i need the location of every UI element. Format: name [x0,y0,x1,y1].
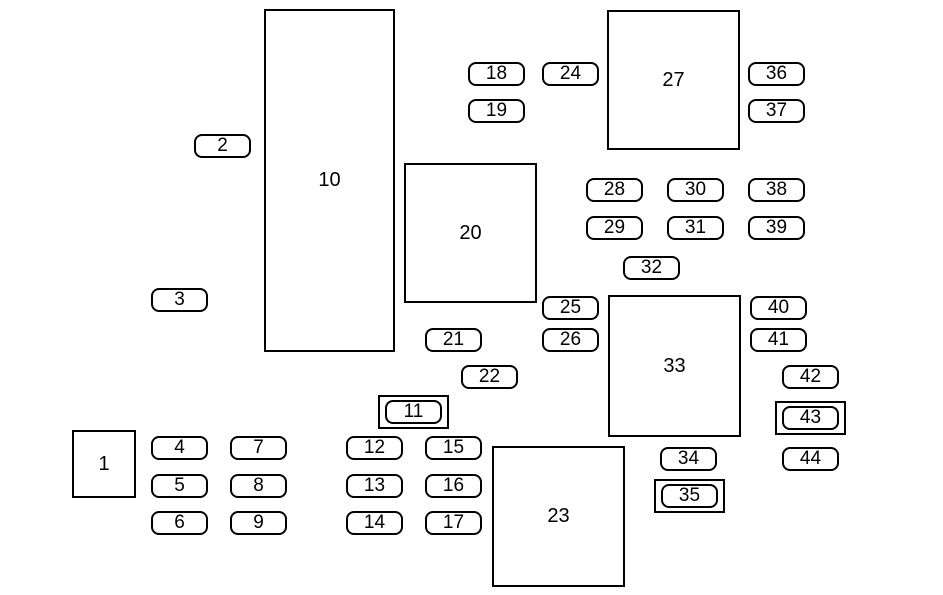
relay-20: 20 [404,163,537,303]
fuse-12: 12 [346,436,403,460]
fuse-3: 3 [151,288,208,312]
fuse-9-label: 9 [253,512,264,533]
relay-27-label: 27 [662,68,685,91]
fuse-42-label: 42 [799,366,822,387]
relay-23: 23 [492,446,625,587]
fuse-44-label: 44 [799,448,822,469]
fuse-17-label: 17 [442,512,465,533]
fuse-3-label: 3 [174,289,185,310]
fuse-40-label: 40 [767,297,790,318]
relay-33: 33 [608,295,741,437]
fuse-18-label: 18 [485,63,508,84]
fuse-40: 40 [750,296,807,320]
fuse-31: 31 [667,216,724,240]
fuse-32: 32 [623,256,680,280]
fuse-11-holder: 11 [378,395,449,429]
fuse-31-label: 31 [684,217,707,238]
fuse-13-label: 13 [363,475,386,496]
fuse-38-label: 38 [765,179,788,200]
fuse-2: 2 [194,134,251,158]
fuse-6-label: 6 [174,512,185,533]
fuse-18: 18 [468,62,525,86]
fuse-9: 9 [230,511,287,535]
fuse-28-label: 28 [603,179,626,200]
fuse-16: 16 [425,474,482,498]
fuse-34-label: 34 [677,448,700,469]
fuse-44: 44 [782,447,839,471]
relay-27: 27 [607,10,740,150]
relay-10: 10 [264,9,395,352]
fuse-8: 8 [230,474,287,498]
fuse-13: 13 [346,474,403,498]
fuse-37-label: 37 [765,100,788,121]
fuse-14: 14 [346,511,403,535]
fuse-16-label: 16 [442,475,465,496]
relay-1-label: 1 [98,452,110,475]
fuse-7: 7 [230,436,287,460]
fuse-4: 4 [151,436,208,460]
fuse-12-label: 12 [363,437,386,458]
fuse-11-label: 11 [403,401,424,422]
fuse-21-label: 21 [442,329,465,350]
fuse-22-label: 22 [478,366,501,387]
fuse-19: 19 [468,99,525,123]
fuse-25: 25 [542,296,599,320]
fuse-26: 26 [542,328,599,352]
relay-23-label: 23 [547,505,570,527]
fuse-17: 17 [425,511,482,535]
fuse-29: 29 [586,216,643,240]
fuse-42: 42 [782,365,839,389]
fuse-15-label: 15 [442,437,465,458]
fuse-36: 36 [748,62,805,86]
fuse-4-label: 4 [174,437,185,458]
fuse-28: 28 [586,178,643,202]
fuse-41-label: 41 [767,329,790,350]
fuse-26-label: 26 [559,329,582,350]
fuse-8-label: 8 [253,475,264,496]
fuse-43-holder: 43 [775,401,846,435]
fuse-22: 22 [461,365,518,389]
fuse-21: 21 [425,328,482,352]
fuse-15: 15 [425,436,482,460]
fuse-14-label: 14 [363,512,386,533]
fuse-41: 41 [750,328,807,352]
fuse-19-label: 19 [485,100,508,121]
fuse-36-label: 36 [765,63,788,84]
fuse-29-label: 29 [603,217,626,238]
fuse-43-label: 43 [799,407,822,428]
fuse-35-label: 35 [678,485,701,506]
fuse-2-label: 2 [217,135,228,156]
fuse-25-label: 25 [559,297,582,318]
fuse-30-label: 30 [684,179,707,200]
fuse-11: 11 [385,400,442,424]
fuse-32-label: 32 [640,257,663,278]
fuse-30: 30 [667,178,724,202]
fuse-43: 43 [782,406,839,430]
fuse-7-label: 7 [253,437,264,458]
fuse-35-holder: 35 [654,479,725,513]
fuse-24: 24 [542,62,599,86]
fuse-39: 39 [748,216,805,240]
fuse-35: 35 [661,484,718,508]
fuse-5: 5 [151,474,208,498]
relay-33-label: 33 [663,354,686,377]
fuse-37: 37 [748,99,805,123]
fuse-6: 6 [151,511,208,535]
fuse-24-label: 24 [559,63,582,84]
relay-20-label: 20 [459,221,482,244]
fuse-38: 38 [748,178,805,202]
fuse-5-label: 5 [174,475,185,496]
relay-10-label: 10 [318,169,341,191]
fuse-34: 34 [660,447,717,471]
fuse-39-label: 39 [765,217,788,238]
relay-1: 1 [72,430,136,498]
